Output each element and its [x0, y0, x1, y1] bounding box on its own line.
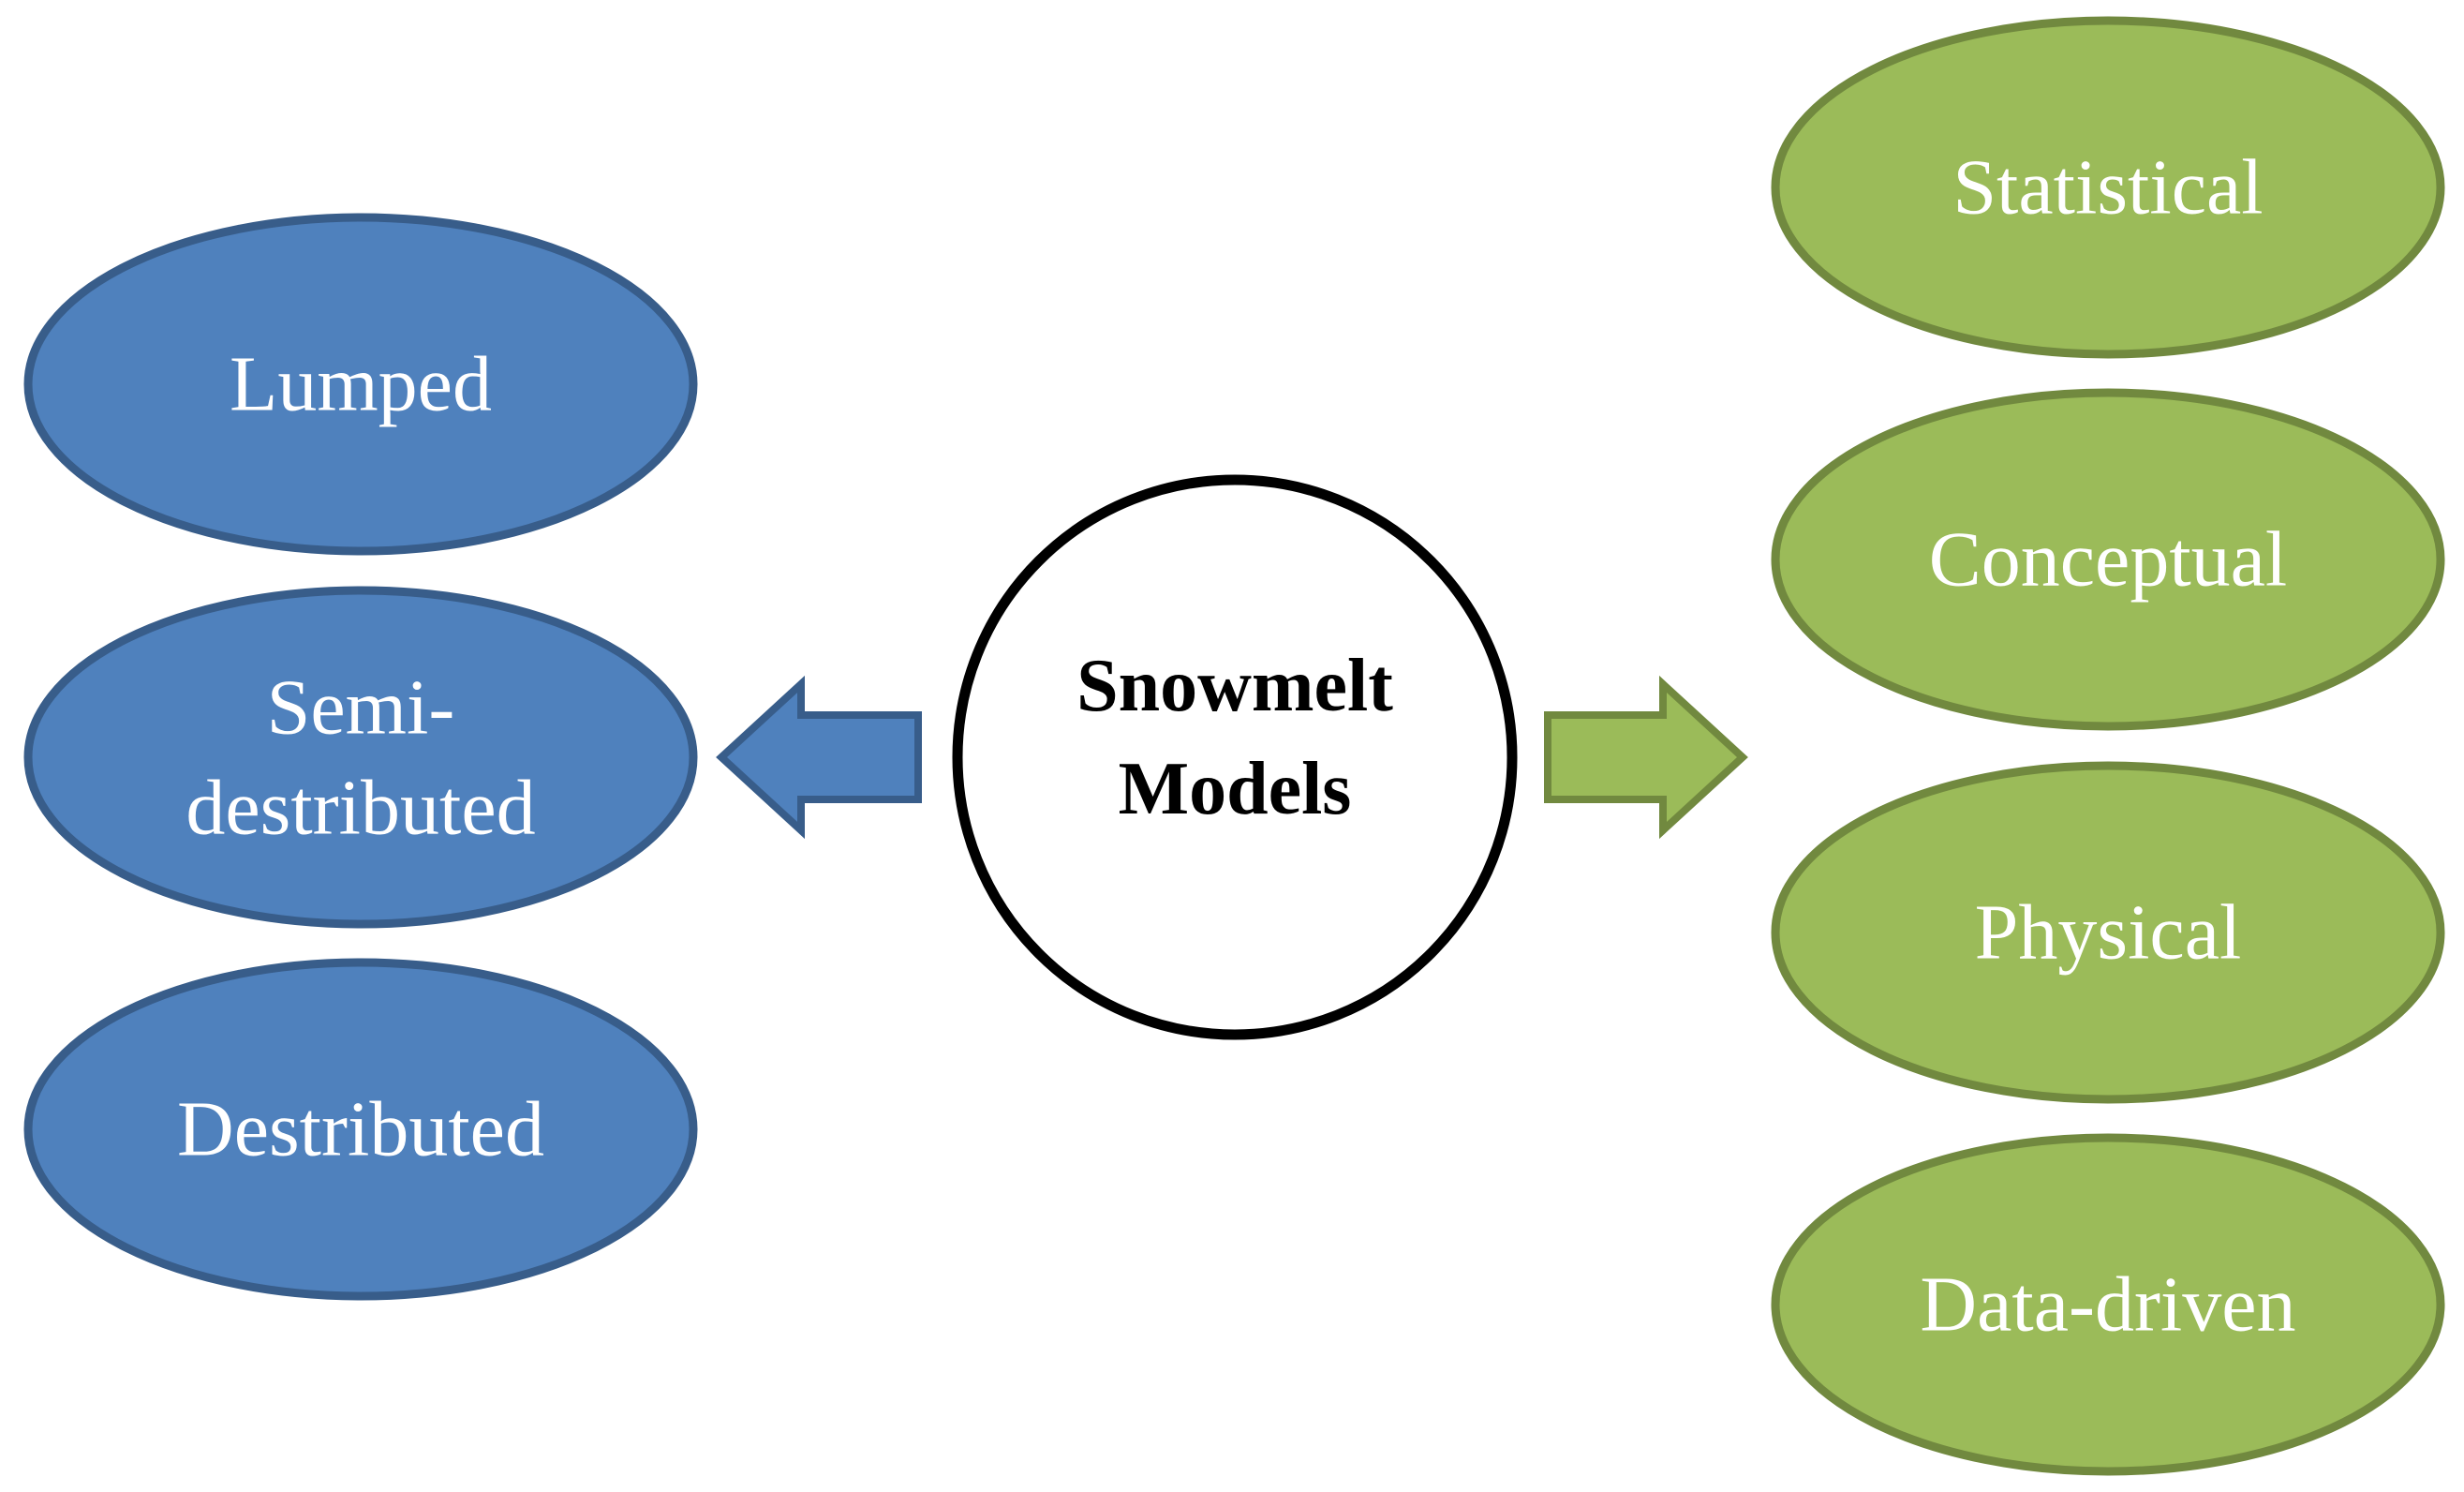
label-lumped: Lumped [230, 341, 492, 428]
right-ellipse-conceptual: Conceptual [1771, 388, 2445, 731]
label-statistical: Statistical [1952, 144, 2263, 231]
right-arrow [1544, 675, 1748, 840]
label-physical: Physical [1975, 889, 2242, 977]
label-data-driven: Data-driven [1920, 1261, 2295, 1349]
left-arrow [716, 675, 922, 840]
right-ellipse-statistical: Statistical [1771, 16, 2445, 359]
label-semi-line1: Semi- [267, 664, 455, 752]
label-destributed: Destributed [177, 1086, 544, 1173]
label-conceptual: Conceptual [1929, 516, 2288, 604]
right-ellipse-physical: Physical [1771, 761, 2445, 1104]
left-ellipse-lumped: Lumped [23, 213, 698, 556]
left-ellipse-destributed: Destributed [23, 958, 698, 1301]
center-label-line2: Models [1119, 748, 1352, 830]
left-ellipse-semi-destributed: Semi- destributed [23, 586, 698, 929]
center-label-line1: Snowmelt [1076, 645, 1393, 727]
center-node-snowmelt-models: Snowmelt Models [952, 474, 1518, 1040]
label-semi-line2: destributed [186, 765, 535, 852]
right-ellipse-data-driven: Data-driven [1771, 1133, 2445, 1476]
